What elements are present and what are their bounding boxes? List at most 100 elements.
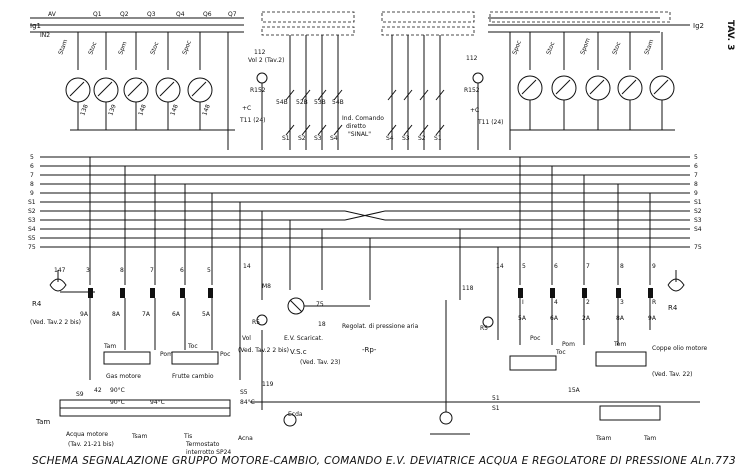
label-ved-tav23: (Ved. Tav. 23) (300, 359, 341, 366)
wire-6: 6 (180, 267, 184, 274)
note-tav21: (Tav. 21-21 bis) (68, 441, 114, 448)
bus-left-7: 7 (30, 172, 34, 179)
rwire-15a: 15A (568, 387, 581, 394)
label-ved-tav2: (Ved. Tav.2 2 bis) (30, 319, 81, 326)
instrument-spoc: Spoc 148 (181, 32, 213, 130)
instrument-name: Stoc (611, 41, 622, 56)
label-toc: Toc (187, 343, 198, 350)
instrument-spoc-right: Spoc (511, 32, 543, 130)
bus-left-s2: S2 (28, 208, 36, 215)
wire-8a: 8A (112, 311, 121, 318)
wire-147: 147 (54, 267, 66, 274)
label-plus-c-r: +C (470, 107, 479, 114)
bus-right-s2: S2 (694, 208, 702, 215)
rwire-s1: S1 (492, 405, 500, 412)
label-pom-right: Pom (562, 341, 575, 348)
right-instruments: Spoc Stoc Spom Stoc Stam (509, 32, 675, 150)
label-t11-r: T11 (24) (477, 119, 504, 126)
label-s2: S2 (298, 135, 306, 142)
comando-1: Ind. Comando (342, 115, 384, 122)
label-poc: Poc (220, 351, 230, 358)
wire-7a: 7A (142, 311, 151, 318)
bus-right-5: 5 (694, 154, 698, 161)
instrument-stoc-2: Stoc 148 (149, 32, 181, 130)
rwire-8: 8 (620, 263, 624, 270)
label-tsam-right: Tsam (595, 435, 611, 442)
bus-right-8: 8 (694, 181, 698, 188)
label-t11: T11 (24) (239, 117, 266, 124)
thermo-84c: 84°C (240, 399, 255, 406)
thermo-90c-b: 90°C (110, 399, 125, 406)
bus-right-s4: S4 (694, 226, 702, 233)
label-pom: Pom (160, 351, 173, 358)
label-tam-right: Tam (643, 435, 656, 442)
rwire-2a: 2A (582, 315, 591, 322)
rwire-2: 2 (586, 299, 590, 306)
top-rails: AV Ig1 IN2 Ig2 Q1 Q2 Q3 Q4 Q6 Q7 (30, 11, 704, 39)
instrument-code: 148 (137, 103, 148, 116)
wire-9a: 9A (80, 311, 89, 318)
code-q3: Q3 (147, 11, 156, 18)
wire-8: 8 (120, 267, 124, 274)
center-lower-section: 75 E.V. Scaricat. V.S.c Regolat. di pres… (250, 297, 700, 435)
label-r4: R4 (32, 300, 42, 308)
thermo-s9: S9 (76, 391, 84, 398)
label-s1: S1 (282, 135, 290, 142)
rwire-118: 118 (462, 285, 474, 292)
label-18: 18 (318, 321, 326, 328)
bus-left-s4: S4 (28, 226, 36, 233)
bus-lines: 5 6 7 8 9 S1 S2 S3 S4 S5 75 5 6 7 8 9 S1… (28, 154, 702, 251)
bus-left-8: 8 (30, 181, 34, 188)
rwire-r: R (652, 299, 656, 306)
bus-left-75: 75 (28, 244, 36, 251)
label-r152: R152 (250, 87, 266, 94)
wire-6a: 6A (172, 311, 181, 318)
label-53b: 53B (314, 99, 326, 106)
thermo-42: 42 (94, 387, 102, 394)
label-s3-r: S3 (402, 135, 410, 142)
label-vol: Vol (242, 335, 251, 342)
wire-5: 5 (207, 267, 211, 274)
bus-left-5: 5 (30, 154, 34, 161)
bus-left-s1: S1 (28, 199, 36, 206)
label-coppe-olio: Coppe olio motore (652, 345, 708, 352)
label-m8: M8 (262, 283, 271, 290)
diagram-title: SCHEMA SEGNALAZIONE GRUPPO MOTORE-CAMBIO… (32, 455, 736, 467)
thermo-90c: 90°C (110, 387, 125, 394)
instrument-code: 138 (79, 103, 90, 116)
instrument-name: Spm (117, 40, 128, 55)
rwire-6a: 6A (550, 315, 559, 322)
vertical-drops (89, 157, 651, 340)
instrument-name: Stoc (87, 41, 98, 56)
label-52b: 52B (296, 99, 308, 106)
instrument-name: Stoc (149, 41, 160, 56)
label-poc-right: Poc (530, 335, 540, 342)
instrument-name: Spoc (511, 40, 523, 56)
instrument-code: 139 (107, 103, 118, 116)
code-q1: Q1 (93, 11, 102, 18)
thermo-tam: Tam (35, 418, 50, 426)
label-119: 119 (262, 381, 274, 388)
label-ved-tav22: (Ved. Tav. 22) (652, 371, 693, 378)
label-51: 51 (492, 395, 500, 402)
thermo-acna: Acna (238, 435, 253, 442)
rwire-4: 4 (554, 299, 558, 306)
instrument-code: 148 (201, 103, 212, 116)
thermo-s5: S5 (240, 389, 248, 396)
code-q2: Q2 (120, 11, 129, 18)
code-q6: Q6 (203, 11, 212, 18)
instrument-spom-right: Spom (579, 32, 611, 130)
instrument-name: Stoc (545, 41, 556, 56)
thermo-ecda: Ecda (288, 411, 303, 418)
comando-2: diretto (346, 123, 366, 130)
rwire-14: 14 (496, 263, 504, 270)
label-vsc: V.S.c (290, 348, 307, 356)
note-interrotto: interrotto SP24 (186, 449, 231, 456)
wire-7: 7 (150, 267, 154, 274)
label-ved-tav2-b: (Ved. Tav.2 2 bis) (238, 347, 289, 354)
wire-5a: 5A (202, 311, 211, 318)
label-tom-right: Tom (613, 341, 626, 348)
thermo-tis: Tis (183, 433, 192, 440)
bus-left-9: 9 (30, 190, 34, 197)
label-54b: 54B (276, 99, 288, 106)
